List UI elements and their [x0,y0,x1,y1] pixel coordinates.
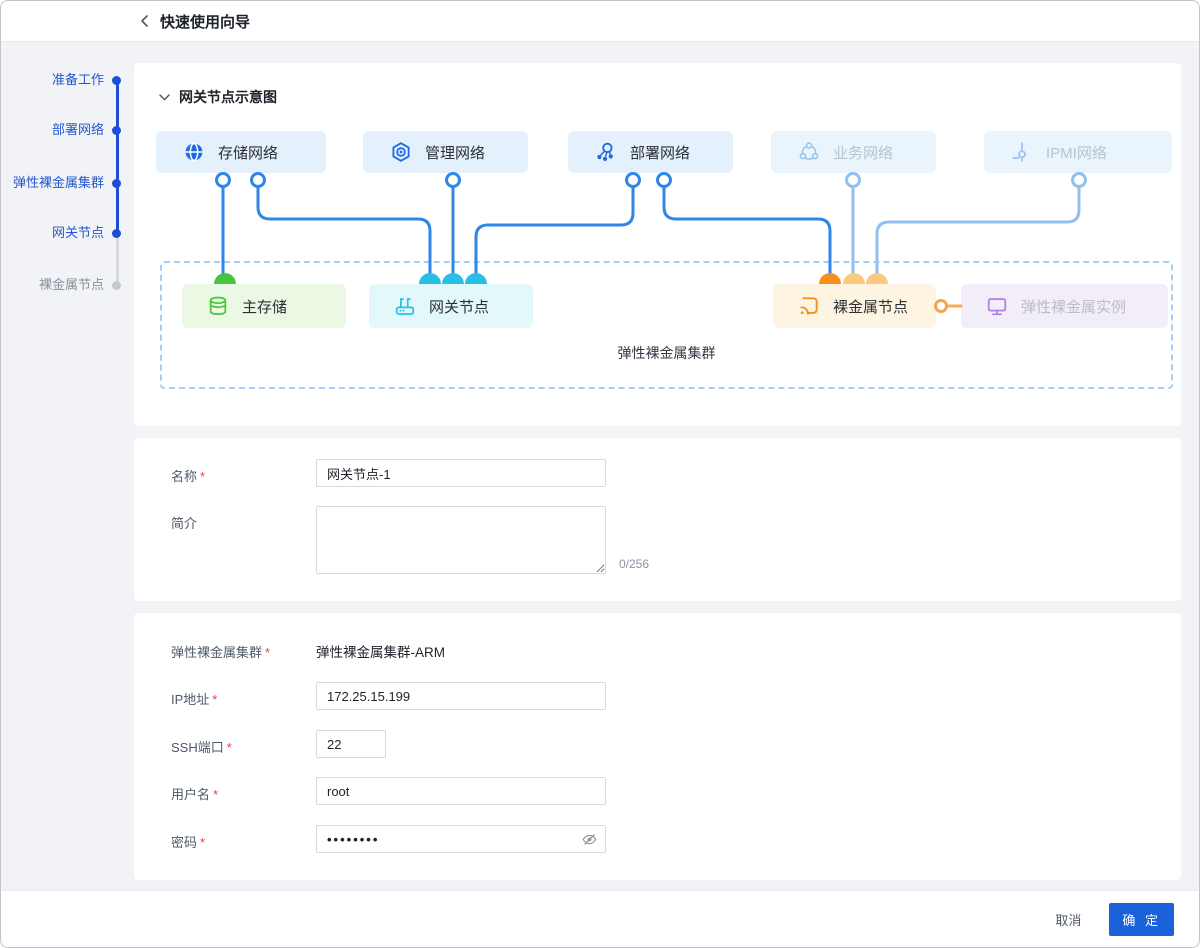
back-button[interactable] [138,14,151,28]
eye-off-icon [582,834,597,845]
ip-label: IP地址* [171,692,218,707]
required-mark: * [200,835,206,850]
network-box-business: 业务网络 [771,131,936,173]
name-input[interactable] [316,459,606,487]
node-box-gateway: 网关节点 [369,284,533,328]
username-label: 用户名* [171,787,219,802]
node-label: 主存储 [242,298,288,316]
node-box-main-storage: 主存储 [182,284,346,328]
diagram-section-title: 网关节点示意图 [179,89,277,105]
ssh-port-input[interactable] [316,730,386,758]
junction-icon [1012,142,1026,162]
footer-bar: 取消 确 定 [1,890,1199,947]
timeline-line-done [115,80,119,233]
network-box-ipmi: IPMI网络 [984,131,1172,173]
server-signal-icon [800,297,818,315]
chevron-down-icon [159,93,170,100]
required-mark: * [200,469,206,484]
sidebar-step-baremetal-node[interactable]: 裸金属节点 [38,277,104,292]
page-title: 快速使用向导 [160,13,251,31]
share-nodes-icon [597,142,613,161]
diagram-section-toggle[interactable]: 网关节点示意图 [159,87,277,107]
connection-info-card: 弹性裸金属集群* 弹性裸金属集群-ARM IP地址* SSH端口* 用户名* 密… [134,613,1181,880]
sidebar-step-prepare[interactable]: 准备工作 [51,72,104,87]
network-label: 管理网络 [425,144,486,162]
step-dot [112,75,121,85]
required-mark: * [226,740,232,755]
confirm-button[interactable]: 确 定 [1109,902,1174,936]
network-label: IPMI网络 [1046,144,1107,162]
network-box-storage: 存储网络 [156,131,326,173]
globe-icon [185,142,203,162]
sidebar-step-gateway-node[interactable]: 网关节点 [51,225,104,240]
timeline-line-pending [115,233,119,285]
monitor-icon [987,298,1007,316]
password-label: 密码* [171,835,206,850]
ssh-port-label: SSH端口* [171,740,232,755]
username-input[interactable] [316,777,606,805]
network-label: 存储网络 [218,144,279,162]
step-dot [112,178,121,188]
basic-info-card: 名称* 简介 0/256 [134,438,1181,601]
step-dot [112,228,121,238]
step-dot [112,125,121,135]
network-ports [215,172,1087,188]
cluster-value: 弹性裸金属集群-ARM [316,645,445,660]
password-input[interactable] [316,825,606,853]
cluster-icon [799,142,819,160]
network-box-deployment: 部署网络 [568,131,733,173]
network-label: 业务网络 [833,144,894,162]
gateway-diagram: 弹性裸金属集群 存储网络 管理网络 [134,101,1181,426]
description-label: 简介 [171,516,198,531]
description-textarea[interactable] [316,506,606,574]
node-box-baremetal: 裸金属节点 [773,284,936,328]
required-mark: * [212,692,218,707]
diagram-card: 网关节点示意图 弹性裸金属集群 存储网络 [134,63,1181,426]
required-mark: * [265,645,271,660]
node-box-elastic-instance: 弹性裸金属实例 [961,284,1168,328]
cluster-boundary-label: 弹性裸金属集群 [617,345,716,361]
cancel-button[interactable]: 取消 [1055,912,1082,928]
node-label: 裸金属节点 [833,298,909,316]
chevron-left-icon [141,15,148,27]
name-label: 名称* [171,469,206,484]
network-label: 部署网络 [630,144,691,162]
sidebar-step-deploy-network[interactable]: 部署网络 [51,122,104,137]
step-dot [112,280,121,290]
required-mark: * [213,787,219,802]
ip-input[interactable] [316,682,606,710]
cluster-field-label: 弹性裸金属集群* [171,645,271,660]
node-label: 网关节点 [429,298,490,316]
gear-icon [392,142,410,162]
char-counter: 0/256 [619,557,650,571]
node-label: 弹性裸金属实例 [1021,298,1127,316]
network-box-management: 管理网络 [363,131,528,173]
sidebar-step-elastic-cluster[interactable]: 弹性裸金属集群 [12,175,104,190]
toggle-password-visibility[interactable] [582,832,597,847]
router-icon [395,298,415,315]
database-icon [209,296,227,316]
header-bar: 快速使用向导 [1,1,1199,42]
